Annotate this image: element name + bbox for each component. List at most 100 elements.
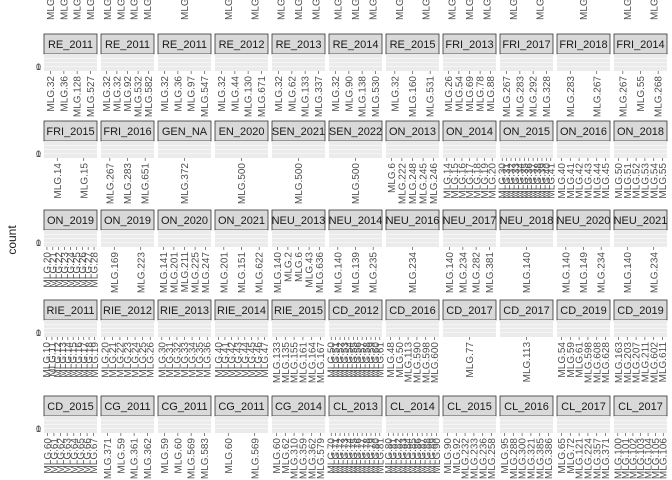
x-tick-label: MLG.23	[60, 252, 71, 288]
y-tick-label: 1	[36, 328, 41, 338]
x-tick-label: MLG.72	[566, 438, 577, 474]
x-tick-label: MLG.55	[349, 342, 360, 378]
x-tick-label: MLG.602	[649, 342, 660, 384]
x-tick-label: MLG.19	[480, 163, 491, 199]
x-tick-label: MLG.36	[59, 76, 70, 112]
facet-strip-label: CG_2011	[161, 401, 207, 413]
x-tick-label: MLG.371	[601, 438, 612, 480]
x-tick-label: MLG.41	[220, 342, 231, 378]
x-tick-label: MLG.201	[169, 252, 180, 294]
facet-strip-label: FRI_2015	[46, 126, 94, 138]
x-tick-label: MLG.651	[141, 163, 152, 205]
facet-strip-label: CL_2014	[390, 401, 435, 413]
x-tick-label: MLG.71	[331, 438, 342, 474]
x-tick-label: MLG.37	[529, 163, 540, 199]
facet-strip-label: RIE_2013	[160, 305, 209, 317]
x-tick-label: MLG.569	[187, 438, 198, 480]
facet-strip-label: CD_2017	[503, 305, 549, 317]
x-tick-label: MLG.32	[46, 76, 57, 112]
x-tick-label: MLG.62	[287, 76, 298, 112]
x-tick-label: MLG.598	[583, 342, 594, 384]
x-tick-label: MLG.140	[273, 252, 284, 294]
x-tick-label: MLG.169	[110, 252, 121, 294]
x-tick-label: MLG.671	[257, 76, 268, 118]
y-tick-label: 1	[36, 424, 41, 434]
x-tick-label: MLG.83	[398, 438, 409, 474]
x-tick-label: MLG.386	[544, 438, 555, 480]
x-tick-label: MLG.138	[358, 76, 369, 118]
x-tick-label: MLG.77	[465, 342, 476, 378]
x-tick-label: MLG.35	[195, 342, 206, 378]
facet-strip-label: NEU_2013	[272, 215, 326, 227]
x-tick-label: MLG.2	[283, 252, 294, 282]
facet-strip-label: ON_2019	[47, 215, 94, 227]
facet-strip-label: ON_2014	[446, 126, 493, 138]
x-tick-label: MLG.104	[644, 438, 655, 480]
x-tick-label: MLG.31	[502, 163, 513, 199]
x-tick-label: MLG.247	[201, 252, 212, 294]
x-tick-label: MLG.43	[583, 163, 594, 199]
facet-strip-label: ON_2015	[503, 126, 550, 138]
x-tick-label: MLG.328	[542, 76, 553, 118]
x-tick-label: MLG.58	[362, 342, 373, 378]
facet-strip-label: CL_2015	[447, 401, 492, 413]
x-tick-label: MLG.10	[42, 342, 53, 378]
x-tick-label: MLG.50	[395, 342, 406, 378]
x-tick-label: MLG.57	[358, 342, 369, 378]
x-tick-label: MLG.611	[658, 342, 669, 383]
x-tick-label: MLG.23	[123, 342, 134, 378]
x-tick-label: MLG.90	[443, 438, 454, 474]
x-tick-label: MLG.72	[336, 438, 347, 474]
x-tick-label: MLG.500	[351, 163, 362, 205]
x-tick-label: MLG.133	[301, 76, 312, 118]
facet-panel: CD_2015MLG.60MLG.61MLG.62MLG.63MLG.64MLG…	[43, 395, 100, 474]
x-tick-label: MLG.65	[557, 438, 568, 474]
x-tick-label: MLG.78	[476, 76, 487, 112]
x-tick-label: MLG.60	[272, 438, 283, 474]
x-tick-label: MLG.92	[123, 76, 134, 112]
x-tick-label: MLG.52	[336, 342, 347, 378]
x-tick-label: MLG.160	[408, 76, 419, 118]
x-tick-label: MLG.6	[535, 0, 546, 20]
x-tick-label: MLG.54	[454, 76, 465, 112]
x-tick-label: MLG.267	[592, 76, 603, 118]
x-tick-label: MLG.128	[73, 76, 84, 118]
x-tick-label: MLG.531	[426, 76, 437, 118]
x-tick-label: MLG.362	[307, 438, 318, 480]
facet-strip-label: FRI_2014	[616, 39, 664, 51]
facet-strip-label: CG_2011	[104, 401, 150, 413]
x-tick-label: MLG.600	[430, 342, 441, 384]
facet-panel: CL_2016MLG.95MLG.288MLG.300MLG.321MLG.38…	[499, 395, 555, 480]
x-tick-label: MLG.32	[390, 76, 401, 112]
x-tick-label: MLG.78	[362, 438, 373, 474]
x-tick-label: MLG.40	[542, 163, 553, 199]
x-tick-label: MLG.500	[237, 163, 248, 205]
facet-panel: RIE_2014MLG.40MLG.41MLG.42MLG.43MLG.44ML…	[214, 299, 271, 378]
x-tick-label: MLG.547	[200, 76, 211, 118]
x-tick-label: MLG.20	[488, 163, 499, 199]
facet-strip-label: RE_2014	[333, 39, 379, 51]
x-tick-label: MLG.52	[632, 163, 643, 199]
facet-strip-label: CD_2015	[47, 401, 93, 413]
x-tick-label: MLG.590	[412, 342, 423, 384]
x-tick-label: MLG.258	[487, 438, 498, 480]
x-tick-label: MLG.20	[42, 252, 53, 288]
x-tick-label: MLG.80	[371, 438, 382, 474]
x-tick-label: MLG.211	[180, 252, 191, 293]
x-tick-label: MLG.66	[83, 438, 94, 474]
x-tick-label: MLG.232	[461, 438, 472, 480]
facet-strip-label: ON_2021	[218, 215, 265, 227]
x-tick-label: MLG.151	[237, 252, 248, 294]
x-tick-label: MLG.46	[254, 342, 265, 378]
x-tick-label: MLG.17	[465, 163, 476, 199]
y-axis: 01	[36, 62, 41, 72]
